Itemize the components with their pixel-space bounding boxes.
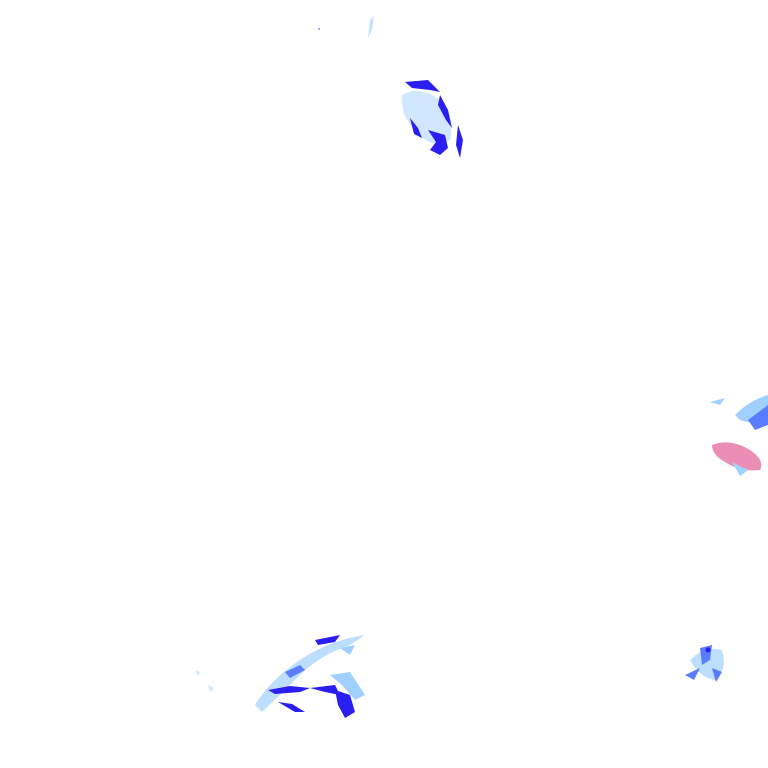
echo-speckles	[195, 16, 374, 692]
echo-heavy	[315, 635, 340, 645]
echo-heavy	[335, 690, 355, 718]
echo-heavy	[310, 685, 340, 695]
echo-light	[195, 670, 200, 676]
echo-light	[732, 462, 748, 476]
echo-heavy	[278, 702, 305, 712]
echo-moderate	[685, 668, 700, 680]
echo-heavy	[410, 118, 422, 138]
echo-heavy	[405, 80, 440, 92]
echo-heavy	[268, 686, 310, 694]
echo-moderate	[712, 668, 722, 682]
echo-cell-north	[401, 80, 463, 158]
echo-heavy	[705, 647, 711, 653]
echo-moderate	[748, 405, 768, 430]
echo-heavy	[438, 95, 452, 128]
echo-light	[368, 16, 374, 38]
echo-light	[255, 635, 365, 712]
echo-heavy	[318, 28, 320, 30]
echo-heavy	[456, 125, 463, 158]
echo-light	[710, 398, 725, 405]
echo-mixed	[712, 442, 762, 471]
echo-light	[340, 645, 355, 655]
echo-moderate	[285, 665, 305, 678]
echo-cell-southwest	[255, 635, 365, 718]
echo-cell-east	[710, 395, 768, 476]
echo-light	[330, 672, 365, 700]
echo-light	[208, 685, 214, 692]
echo-heavy	[428, 130, 448, 155]
echo-cell-southeast	[685, 645, 724, 682]
